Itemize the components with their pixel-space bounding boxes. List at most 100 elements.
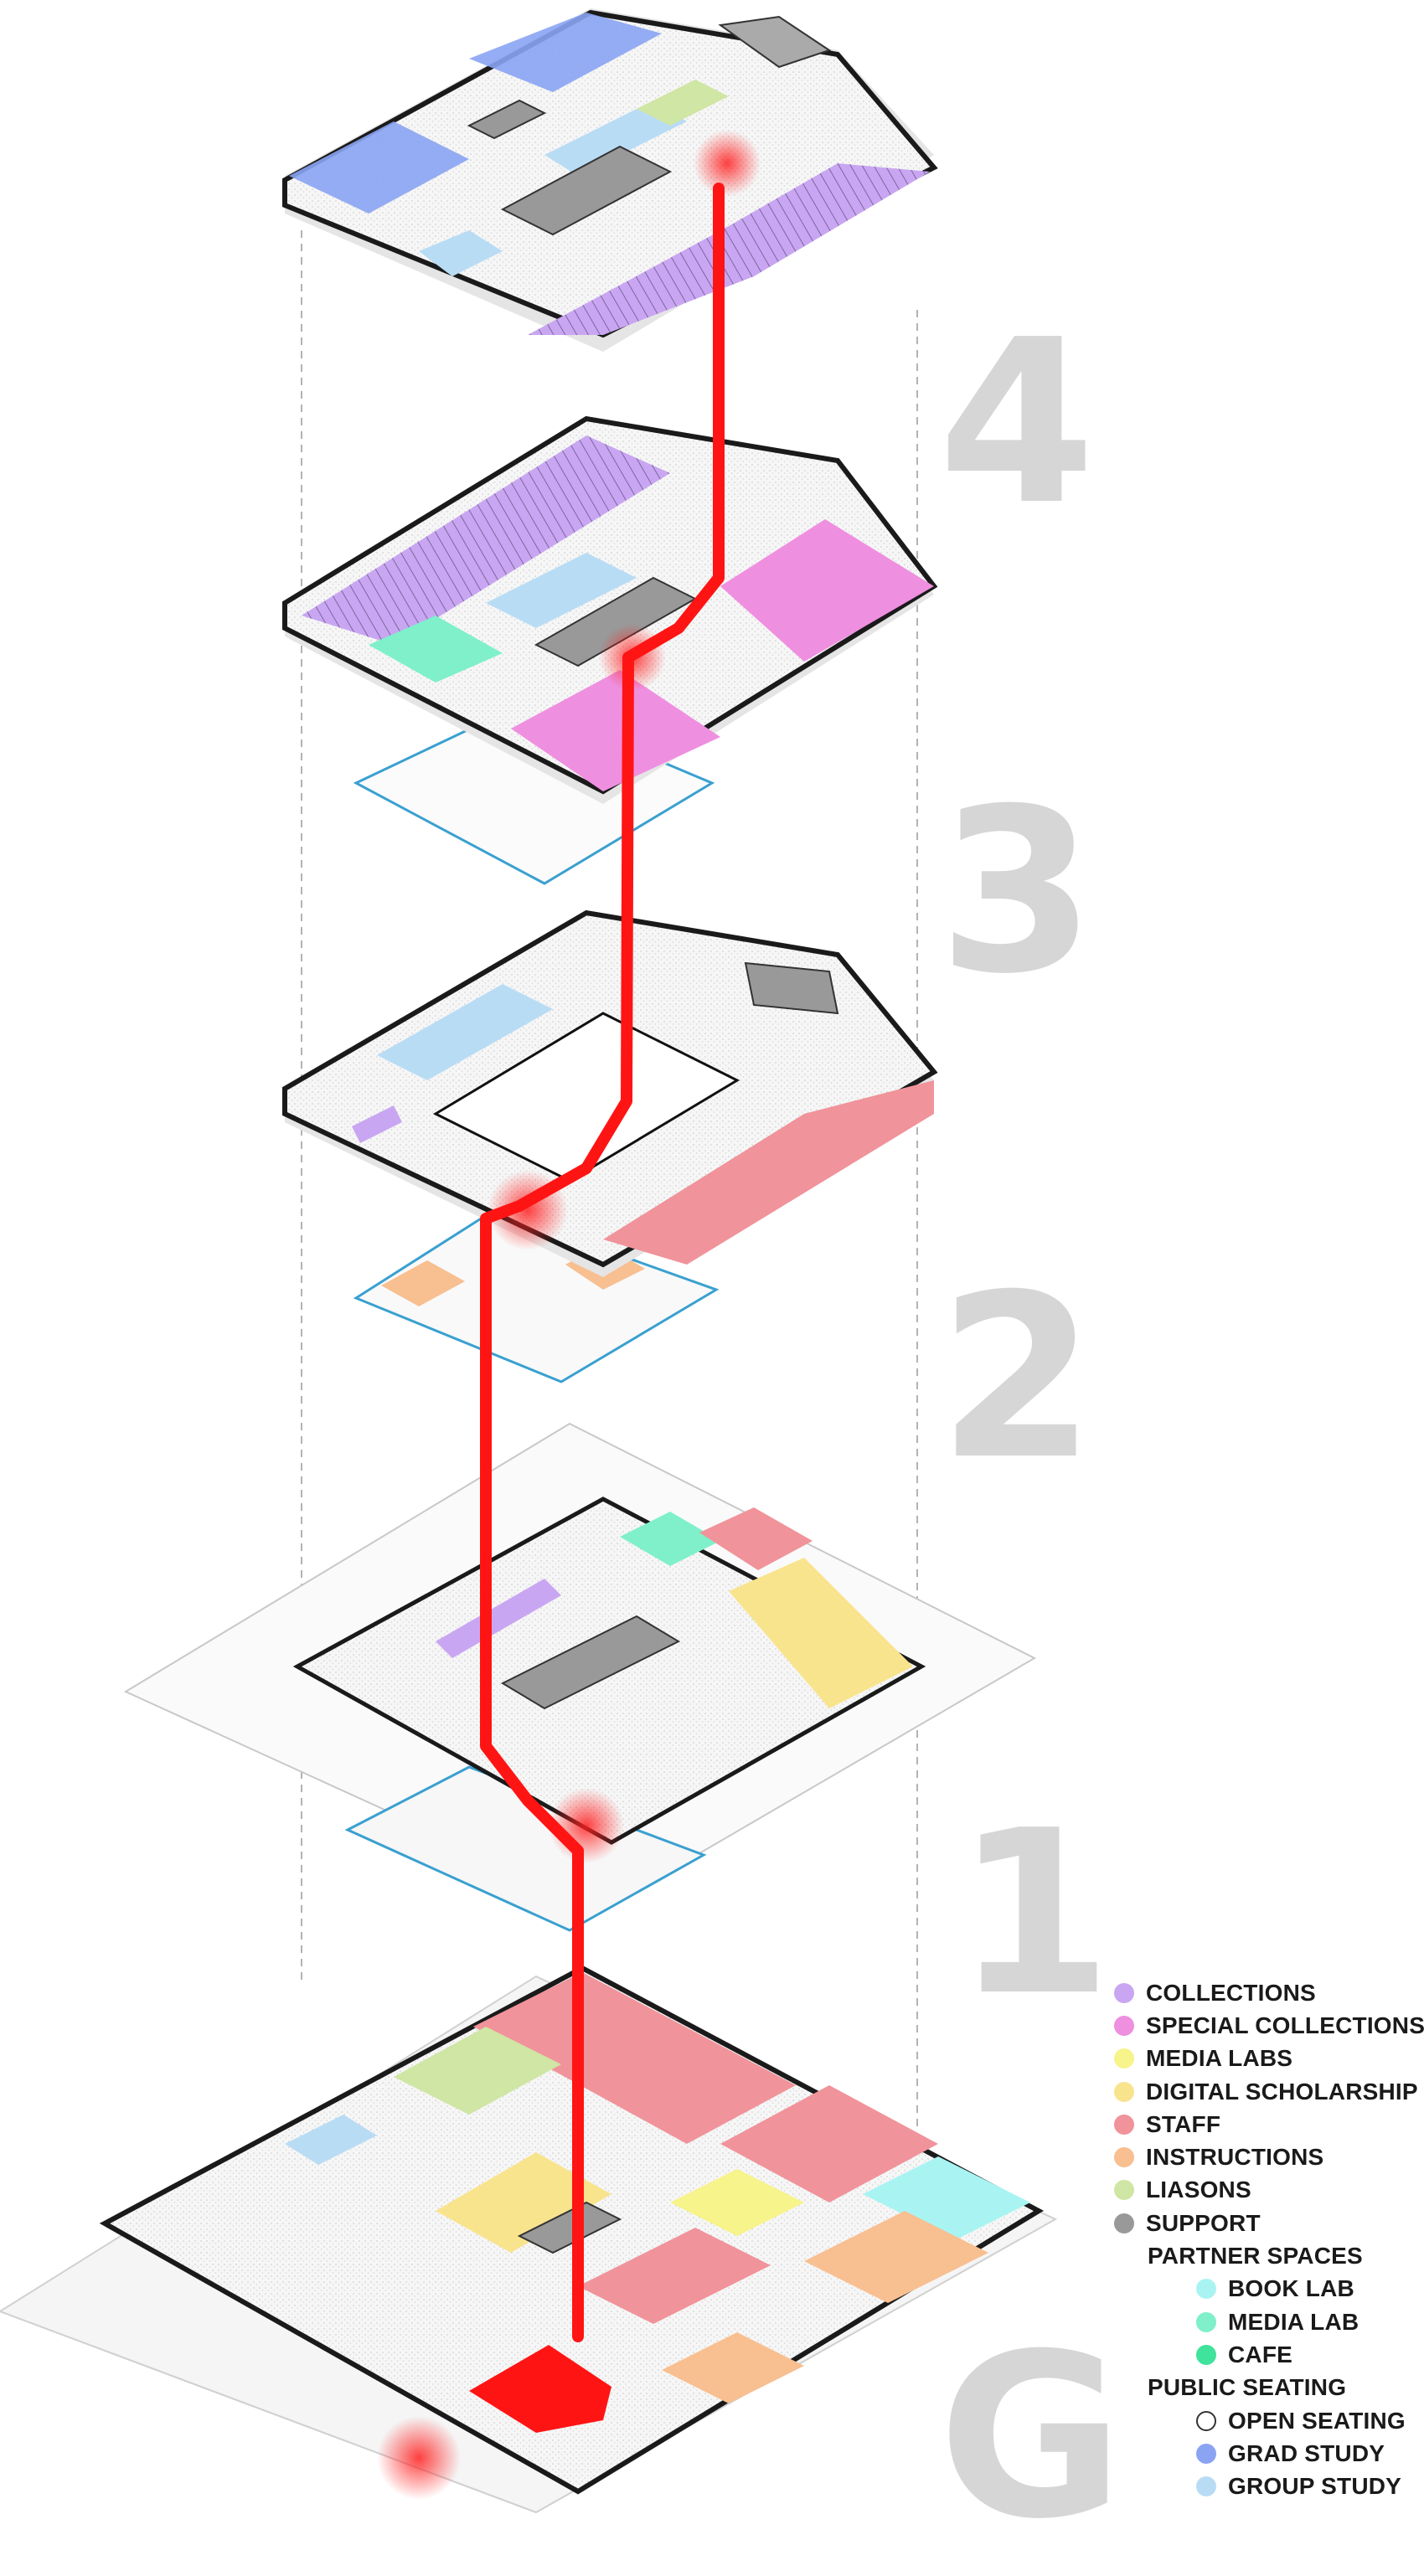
floor-number-3: 3: [938, 760, 1096, 1023]
legend-label: STAFF: [1146, 2110, 1221, 2137]
circulation-glow-4: [694, 130, 761, 197]
legend-item-staff: STAFF: [1114, 2108, 1424, 2141]
legend-label: MEDIA LAB: [1228, 2308, 1360, 2335]
floor-g-digital-scholarship: [436, 2152, 611, 2253]
floor-g-plan: [0, 1965, 1058, 2514]
floor-number-2: 2: [938, 1245, 1096, 1509]
legend-label: CAFE: [1228, 2341, 1293, 2367]
legend-item-cafe: CAFE: [1114, 2338, 1424, 2371]
legend-label: INSTRUCTIONS: [1146, 2144, 1324, 2171]
floor-3-special-collections-b: [511, 670, 720, 791]
floor-g-group-study: [285, 2115, 377, 2165]
floor-3-media-lab: [369, 616, 503, 683]
legend-item-media-lab: MEDIA LAB: [1114, 2306, 1424, 2338]
legend-label: OPEN SEATING: [1228, 2407, 1406, 2434]
floor-2-group-study: [377, 984, 553, 1080]
floor-4-support-c: [718, 15, 832, 69]
floor-4-plan: [282, 8, 938, 352]
legend-item-group-study: GROUP STUDY: [1114, 2470, 1424, 2502]
legend-label: COLLECTIONS: [1146, 1979, 1316, 2006]
legend-item-open-seating: OPEN SEATING: [1114, 2404, 1424, 2437]
floor-2-support: [744, 961, 839, 1015]
floor-g-support: [517, 2201, 622, 2254]
floor-g-staff-a: [473, 1972, 796, 2144]
legend-heading-partner-spaces: PARTNER SPACES: [1114, 2239, 1424, 2272]
legend-item-liasons: LIASONS: [1114, 2174, 1424, 2207]
floor-1-media-lab: [620, 1512, 720, 1566]
legend-swatch: [1196, 2410, 1216, 2431]
floor-1-support: [500, 1615, 681, 1710]
floor-3-special-collections-a: [720, 519, 934, 662]
circulation-route: [480, 183, 725, 2342]
floor-2-mezzanine: [353, 1208, 720, 1383]
legend-label: LIASONS: [1146, 2177, 1251, 2203]
floor-4-group-study-a: [544, 100, 687, 176]
floor-number-4: 4: [938, 291, 1096, 554]
circulation-base-stair: [469, 2345, 611, 2433]
legend-swatch: [1196, 2311, 1216, 2332]
legend-swatch: [1196, 2476, 1216, 2497]
floor-1-collections: [436, 1579, 561, 1658]
legend-label: GROUP STUDY: [1228, 2473, 1402, 2500]
floor-1-staff: [699, 1507, 813, 1570]
legend-swatch: [1196, 2344, 1216, 2365]
legend-label: SUPPORT: [1146, 2209, 1261, 2236]
legend-heading: PUBLIC SEATING: [1148, 2374, 1347, 2401]
legend-swatch: [1114, 2213, 1134, 2233]
floor-3-group-study: [486, 553, 637, 628]
floor-4-collections-shelving: [528, 163, 930, 335]
legend: COLLECTIONS SPECIAL COLLECTIONS MEDIA LA…: [1114, 1976, 1424, 2503]
floor-3-plan: [282, 415, 938, 885]
floor-2-collections: [352, 1105, 402, 1143]
floor-4-grad-study-b: [469, 13, 662, 92]
legend-item-digital-scholarship: DIGITAL SCHOLARSHIP: [1114, 2075, 1424, 2108]
legend-item-special-collections: SPECIAL COLLECTIONS: [1114, 2009, 1424, 2042]
floor-number-1: 1: [955, 1781, 1112, 2045]
floor-g-media-labs: [670, 2169, 804, 2236]
legend-label: BOOK LAB: [1228, 2275, 1354, 2302]
floor-g-instructions-a: [804, 2211, 988, 2303]
legend-item-grad-study: GRAD STUDY: [1114, 2437, 1424, 2470]
floor-g-staff-c: [578, 2228, 771, 2324]
floor-g-staff-b: [720, 2085, 938, 2202]
floor-2-atrium-void: [432, 1012, 740, 1182]
legend-heading-public-seating: PUBLIC SEATING: [1114, 2372, 1424, 2404]
floor-1-mezzanine: [344, 1765, 707, 1932]
floor-1-plan: [123, 1422, 1037, 1932]
floor-3-collections-shelving: [302, 435, 670, 645]
legend-swatch: [1196, 2443, 1216, 2464]
floor-2-staff: [603, 1080, 934, 1265]
legend-swatch: [1114, 2147, 1134, 2168]
floor-4-support-a: [500, 145, 673, 236]
legend-label: DIGITAL SCHOLARSHIP: [1146, 2078, 1418, 2105]
floor-4-group-study-b: [419, 230, 503, 276]
floor-g-book-lab: [863, 2156, 1030, 2240]
legend-item-support: SUPPORT: [1114, 2207, 1424, 2239]
legend-swatch: [1196, 2279, 1216, 2300]
floor-4-support-b: [467, 99, 547, 140]
floor-g-instructions-b: [662, 2332, 804, 2403]
legend-item-book-lab: BOOK LAB: [1114, 2273, 1424, 2306]
legend-item-instructions: INSTRUCTIONS: [1114, 2141, 1424, 2173]
floor-2-plan: [282, 909, 938, 1383]
legend-swatch: [1114, 2081, 1134, 2102]
legend-label: SPECIAL COLLECTIONS: [1146, 2012, 1424, 2038]
legend-swatch: [1114, 2114, 1134, 2135]
circulation-glow-g: [377, 2416, 461, 2500]
circulation-path: [377, 130, 761, 2500]
legend-swatch: [1114, 2048, 1134, 2069]
legend-swatch: [1114, 2015, 1134, 2036]
floor-2-instructions-a: [381, 1260, 465, 1306]
floor-4-grad-study-a: [289, 121, 469, 214]
legend-item-media-labs: MEDIA LABS: [1114, 2043, 1424, 2075]
floor-1-digital-scholarship: [729, 1558, 913, 1708]
legend-item-collections: COLLECTIONS: [1114, 1976, 1424, 2009]
floor-g-liasons: [394, 2027, 561, 2115]
floor-4-liasons: [637, 80, 729, 126]
floor-number-g: G: [938, 2305, 1124, 2568]
legend-label: GRAD STUDY: [1228, 2439, 1385, 2466]
legend-swatch: [1114, 2180, 1134, 2201]
legend-label: MEDIA LABS: [1146, 2045, 1293, 2072]
